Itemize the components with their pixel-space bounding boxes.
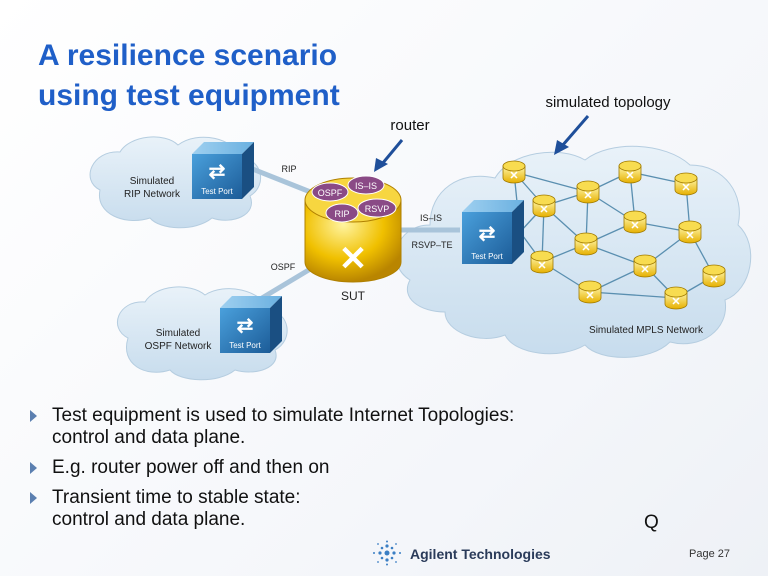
router-cross-icon: ✕	[583, 190, 592, 202]
swap-arrows-icon: ⇄	[479, 223, 496, 245]
test-port-label: Test Port	[471, 252, 503, 261]
router-cross-icon: ✕	[625, 170, 634, 182]
router-cross-icon: ✕	[671, 296, 680, 308]
topology-callout-label: simulated topology	[545, 94, 671, 111]
bullet-item: E.g. router power off and then on	[30, 457, 630, 479]
mesh-link	[513, 171, 589, 193]
svg-text:RIP: RIP	[334, 209, 349, 219]
router-cross-arrows-icon: ✕	[339, 240, 368, 278]
mpls-network-cloud	[395, 145, 752, 358]
router-cross-icon: ✕	[709, 274, 718, 286]
rip-cloud-label-1: Simulated	[130, 176, 174, 187]
network-diagram: ⇄ Test Port ⇄ Test Port ⇄ Test Port ✕ OS…	[89, 94, 752, 381]
router-cross-icon: ✕	[581, 242, 590, 254]
svg-text:OSPF: OSPF	[318, 188, 343, 198]
ospf-link-label: OSPF	[271, 262, 296, 272]
mpls-cloud-label: Simulated MPLS Network	[589, 325, 704, 336]
mpls-router-node: ✕	[664, 286, 688, 310]
title-line-2: using test equipment	[38, 79, 340, 112]
stray-character: Q	[644, 512, 659, 533]
bullet-arrow-icon	[30, 462, 37, 474]
ospf-cloud-label-1: Simulated	[156, 328, 200, 339]
rip-link-label: RIP	[281, 164, 296, 174]
router-cross-icon: ✕	[685, 230, 694, 242]
router-cross-icon: ✕	[539, 204, 548, 216]
rip-link	[249, 165, 319, 198]
router-callout-arrow	[380, 139, 404, 165]
mpls-router-node: ✕	[633, 254, 657, 278]
router-cross-icon: ✕	[509, 170, 518, 182]
mesh-link	[589, 291, 677, 299]
test-port-label: Test Port	[229, 341, 261, 350]
page-number: Page 27	[689, 548, 730, 560]
router-cross-icon: ✕	[585, 290, 594, 302]
router-cross-icon: ✕	[640, 264, 649, 276]
test-port-label: Test Port	[201, 187, 233, 196]
bullet-arrow-icon	[30, 410, 37, 422]
bullet-item: Transient time to stable state: control …	[30, 487, 630, 531]
bullet-list: Test equipment is used to simulate Inter…	[30, 405, 630, 539]
proto-isis-bubble: IS–IS	[347, 175, 385, 195]
sut-router: ✕ OSPF IS–IS RIP RSVP	[304, 175, 402, 283]
mpls-router-node: ✕	[578, 280, 602, 304]
sut-label: SUT	[341, 289, 366, 303]
swap-arrows-icon: ⇄	[209, 161, 226, 183]
mpls-router-node: ✕	[576, 180, 600, 204]
mpls-router-node: ✕	[702, 264, 726, 288]
rsvpte-link-label: RSVP–TE	[411, 240, 452, 250]
svg-text:IS–IS: IS–IS	[355, 181, 377, 191]
swap-arrows-icon: ⇄	[237, 315, 254, 337]
bullet-item: Test equipment is used to simulate Inter…	[30, 405, 630, 449]
mpls-router-node: ✕	[678, 220, 702, 244]
router-cross-icon: ✕	[681, 182, 690, 194]
rip-cloud-label-2: RIP Network	[124, 189, 181, 200]
mpls-router-node: ✕	[674, 172, 698, 196]
proto-ospf-bubble: OSPF	[311, 182, 349, 202]
title-line-1: A resilience scenario	[38, 39, 338, 72]
router-callout-label: router	[390, 117, 429, 134]
topology-callout-arrow	[560, 115, 590, 147]
mpls-router-node: ✕	[618, 160, 642, 184]
isis-link-label: IS–IS	[420, 213, 442, 223]
mpls-router-node: ✕	[502, 160, 526, 184]
mpls-test-port: ⇄ Test Port	[462, 200, 524, 264]
agilent-spark-icon	[373, 540, 401, 566]
slide-title: A resilience scenario using test equipme…	[38, 36, 418, 116]
router-cross-icon: ✕	[630, 220, 639, 232]
mpls-router-node: ✕	[530, 250, 554, 274]
mpls-router-node: ✕	[574, 232, 598, 256]
svg-text:RSVP: RSVP	[365, 204, 390, 214]
ospf-cloud-label-2: OSPF Network	[145, 341, 213, 352]
mpls-router-node: ✕	[532, 194, 556, 218]
proto-rsvp-bubble: RSVP	[357, 198, 397, 218]
bullet-arrow-icon	[30, 492, 37, 504]
brand-name: Agilent Technologies	[410, 546, 551, 562]
rip-test-port: ⇄ Test Port	[192, 142, 254, 199]
callout-arrows	[374, 115, 590, 172]
mpls-router-node: ✕	[623, 210, 647, 234]
proto-rip-bubble: RIP	[325, 203, 359, 223]
mpls-nodes: ✕ ✕ ✕ ✕ ✕ ✕ ✕ ✕ ✕ ✕ ✕ ✕ ✕	[502, 160, 726, 310]
router-cross-icon: ✕	[537, 260, 546, 272]
ospf-test-port: ⇄ Test Port	[220, 296, 282, 353]
